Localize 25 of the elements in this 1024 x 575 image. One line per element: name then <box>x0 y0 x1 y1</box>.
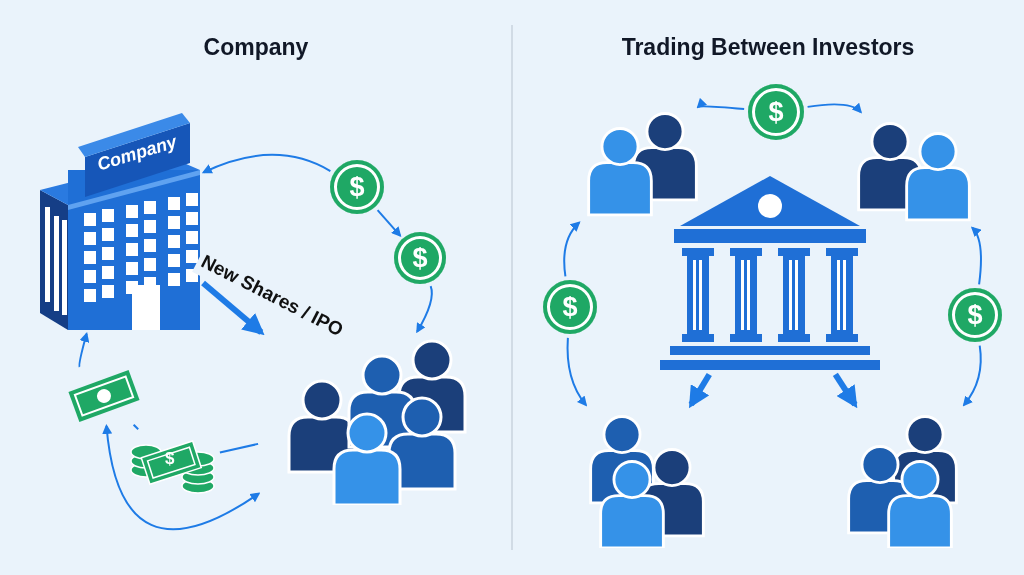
coin-icon: $ <box>543 280 597 334</box>
coin-icon: $ <box>948 288 1002 342</box>
arrow <box>376 209 402 238</box>
dollar-sign: $ <box>165 450 175 467</box>
arrow <box>696 99 746 111</box>
panel-heading: Company <box>203 33 309 62</box>
arrow <box>962 344 982 407</box>
connector-line <box>218 442 260 454</box>
coin-icon: $ <box>394 232 446 284</box>
arrow <box>563 221 581 278</box>
arrow <box>971 226 982 286</box>
bank-building-icon <box>660 176 880 371</box>
arrow <box>78 331 90 368</box>
arrow <box>832 372 858 409</box>
arrow <box>688 372 712 409</box>
arrow <box>201 280 265 336</box>
arrow <box>806 102 863 114</box>
connector-line <box>132 423 140 431</box>
arrow <box>566 336 588 407</box>
coin-icon: $ <box>330 160 384 214</box>
coin-icon: $ <box>748 84 804 140</box>
panel-heading: Trading Between Investors <box>621 33 915 62</box>
arrow <box>201 153 332 174</box>
arrow <box>102 424 261 530</box>
arrow <box>416 285 433 334</box>
